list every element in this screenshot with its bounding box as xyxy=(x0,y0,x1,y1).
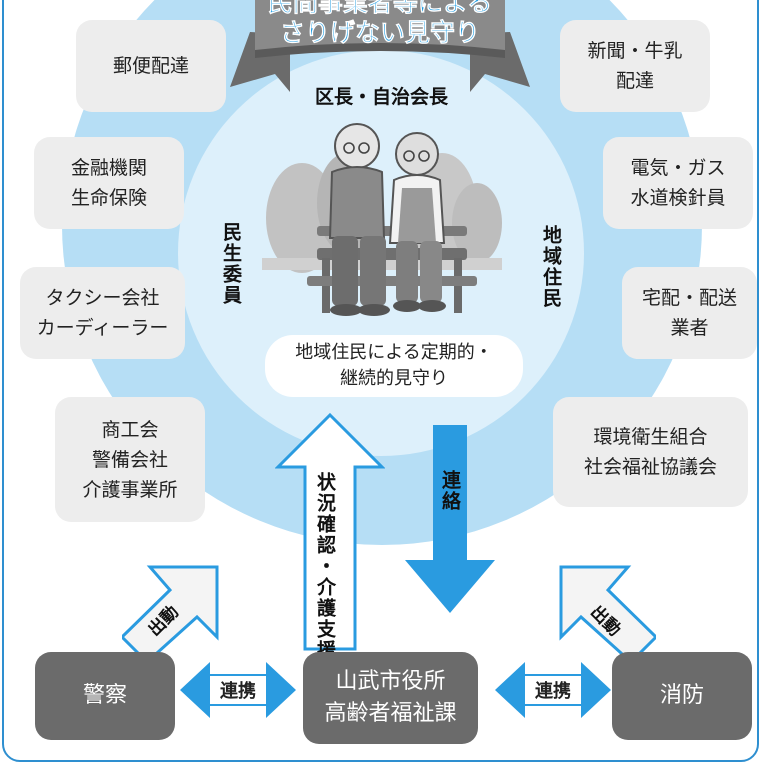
status-check-label: 状況確認・介護支援 xyxy=(314,472,336,661)
banner-title: 民間事業者等による さりげない見守り xyxy=(230,0,530,48)
banner-line-1: 民間事業者等による xyxy=(267,0,493,17)
welfare-commissioner-label: 民生委員 xyxy=(220,222,242,306)
contact-label: 連絡 xyxy=(439,470,461,512)
box-postal-delivery: 郵便配達 xyxy=(76,20,226,112)
box-finance-insurance: 金融機関 生命保険 xyxy=(34,137,184,229)
city-office-box: 山武市役所 高齢者福祉課 xyxy=(303,652,478,744)
police-box: 警察 xyxy=(35,652,175,740)
banner-ribbon xyxy=(230,0,530,92)
box-sanitation-welfare-council: 環境衛生組合 社会福祉協議会 xyxy=(553,397,748,507)
box-newspaper-milk: 新聞・牛乳 配達 xyxy=(560,20,710,112)
box-commerce-security-care: 商工会 警備会社 介護事業所 xyxy=(55,397,205,522)
local-residents-label: 地域住民 xyxy=(540,225,562,309)
monitoring-bubble: 地域住民による定期的・ 継続的見守り xyxy=(265,335,523,397)
contact-arrow xyxy=(405,425,495,613)
link-label-right: 連携 xyxy=(525,676,581,704)
fire-dispatch-arrow xyxy=(559,565,656,662)
fire-department-box: 消防 xyxy=(612,652,752,740)
banner-line-2: さりげない見守り xyxy=(279,18,481,48)
ward-chief-label: 区長・自治会長 xyxy=(314,86,448,108)
elderly-couple-illustration xyxy=(262,123,502,316)
box-utility-meter: 電気・ガス 水道検針員 xyxy=(603,137,753,229)
box-delivery: 宅配・配送 業者 xyxy=(622,267,757,359)
status-check-arrow xyxy=(275,412,385,651)
box-taxi-car-dealer: タクシー会社 カーディーラー xyxy=(20,267,185,359)
link-label-left: 連携 xyxy=(210,676,266,704)
police-dispatch-arrow xyxy=(122,565,219,662)
